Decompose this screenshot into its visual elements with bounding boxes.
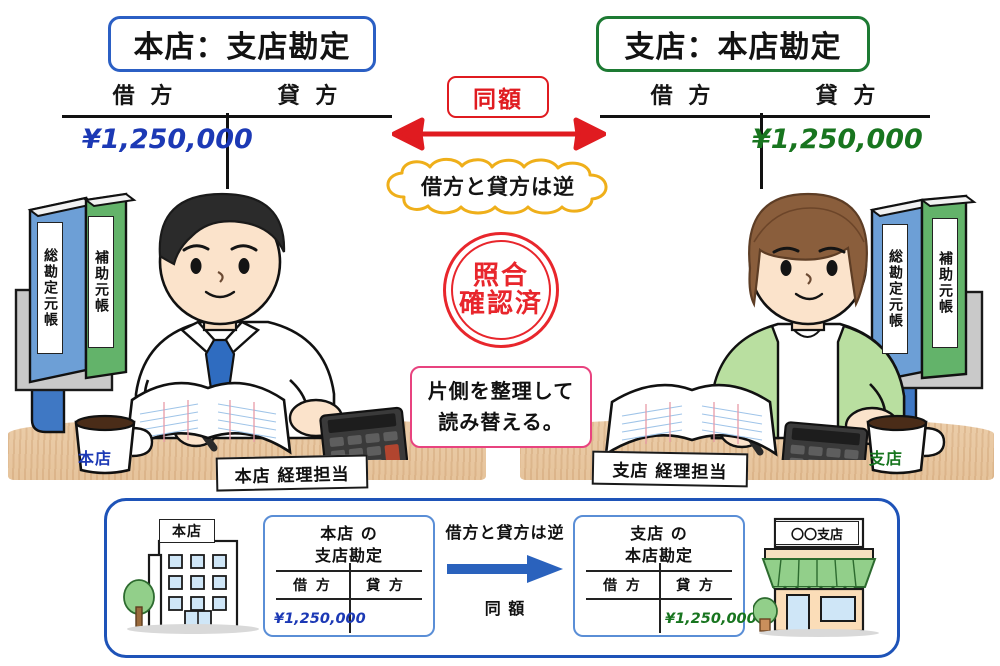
- summary-left-headers: 借 方 貸 方: [276, 575, 422, 595]
- left-credit-header: 貸 方: [277, 84, 342, 109]
- left-debit-header: 借 方: [112, 84, 177, 109]
- right-t-headers: 借 方 貸 方: [600, 78, 930, 110]
- summary-mid-bottom-label: 同 額: [484, 599, 526, 618]
- right-account-title-box: 支店：本店勘定: [596, 16, 870, 72]
- left-account-title-box: 本店：支店勘定: [108, 16, 376, 72]
- shop-sign: 〇〇支店: [775, 521, 859, 545]
- shop-sign-text: 〇〇支店: [790, 527, 843, 543]
- summary-left-card-title: 本店 の 支店勘定: [315, 523, 383, 566]
- summary-right-card: 支店 の 本店勘定 借 方 貸 方 ¥1,250,000: [573, 515, 757, 637]
- right-mug-label: 支店: [869, 449, 904, 468]
- right-book-1-text: 補助元帳: [937, 251, 953, 315]
- left-debit-amount: ¥1,250,000: [82, 124, 253, 155]
- left-book-label-general-ledger: 総勘定元帳: [37, 222, 63, 354]
- head-office-building-icon: [123, 539, 259, 634]
- summary-left-title-2: 支店勘定: [314, 545, 383, 565]
- summary-left-debit-amount: ¥1,250,000: [274, 611, 366, 627]
- left-mug-label: 本店: [78, 449, 113, 468]
- left-nameplate: 本店 経理担当: [215, 454, 369, 492]
- summary-right-card-title: 支店 の 本店勘定: [625, 523, 693, 566]
- right-t-account: 借 方 貸 方 ¥1,250,000: [600, 78, 930, 189]
- left-book-1-text: 補助元帳: [93, 250, 109, 314]
- summary-panel: 本店 本店 の 支店勘定 借 方 貸 方 ¥1,250,000 借方と貸方は逆: [104, 498, 900, 658]
- pink-note-line-1: 片側を整理して: [427, 379, 575, 403]
- left-account-title: 本店：支店勘定: [133, 30, 351, 65]
- building-sign: 本店: [159, 519, 215, 543]
- left-book-0-text: 総勘定元帳: [42, 248, 58, 328]
- building-sign-text: 本店: [172, 524, 202, 540]
- right-account-title: 支店：本店勘定: [624, 30, 842, 65]
- summary-right-title-2: 本店勘定: [624, 545, 693, 565]
- right-book-label-general-ledger: 総勘定元帳: [882, 224, 908, 354]
- summary-right-headers: 借 方 貸 方: [586, 575, 732, 595]
- cloud-note: 借方と貸方は逆: [378, 157, 618, 215]
- pink-note-line-2: 読み替える。: [438, 410, 564, 434]
- right-t-horizontal-rule: [600, 115, 930, 118]
- right-book-label-subsidiary-ledger: 補助元帳: [932, 218, 958, 348]
- same-amount-label: 同額: [473, 87, 523, 113]
- pink-note: 片側を整理して 読み替える。: [410, 366, 592, 448]
- left-t-account: 借 方 貸 方 ¥1,250,000: [62, 78, 392, 189]
- right-t-vertical-rule: [760, 113, 763, 189]
- left-t-vertical-rule: [226, 113, 229, 189]
- right-nameplate: 支店 経理担当: [591, 450, 749, 488]
- summary-left-credit-header: 貸 方: [366, 578, 405, 595]
- cloud-note-label: 借方と貸方は逆: [421, 175, 575, 199]
- stamp-inner-ring: [451, 240, 551, 340]
- left-coffee-mug: [74, 414, 154, 475]
- cloud-shape-icon: [386, 157, 608, 215]
- summary-right-credit-header: 貸 方: [676, 578, 715, 595]
- left-book-label-subsidiary-ledger: 補助元帳: [88, 216, 114, 348]
- summary-right-title-1: 支店 の: [630, 524, 688, 543]
- summary-mid-top-label: 借方と貸方は逆: [445, 523, 565, 542]
- summary-right-credit-amount: ¥1,250,000: [665, 611, 757, 627]
- summary-left-card: 本店 の 支店勘定 借 方 貸 方 ¥1,250,000: [263, 515, 435, 637]
- left-nameplate-text: 本店 経理担当: [234, 464, 350, 487]
- right-credit-header: 貸 方: [815, 84, 880, 109]
- right-arrow-icon: [447, 555, 563, 583]
- left-t-headers: 借 方 貸 方: [62, 78, 392, 110]
- same-amount-badge: 同額: [447, 76, 549, 118]
- right-nameplate-text: 支店 経理担当: [612, 460, 728, 483]
- summary-left-title-1: 本店 の: [320, 524, 378, 543]
- right-debit-header: 借 方: [650, 84, 715, 109]
- summary-right-debit-header: 借 方: [603, 578, 642, 595]
- right-credit-amount: ¥1,250,000: [752, 124, 923, 155]
- summary-right-vertical-rule: [659, 563, 661, 633]
- right-coffee-mug: [866, 414, 946, 475]
- double-arrow-icon: [392, 117, 606, 151]
- approval-stamp: 照合 確認済: [443, 232, 559, 348]
- right-book-0-text: 総勘定元帳: [887, 249, 903, 329]
- summary-left-debit-header: 借 方: [293, 578, 332, 595]
- summary-left-vertical-rule: [349, 563, 351, 633]
